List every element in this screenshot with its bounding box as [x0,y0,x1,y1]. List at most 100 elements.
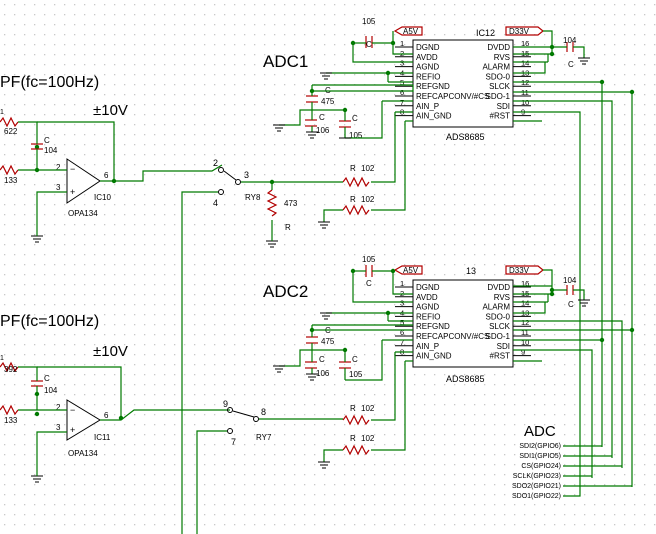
connector-signal: SDO1(GPIO22) [512,493,561,500]
connector-signal: SCLK(GPIO23) [513,473,561,480]
adc1-pin-name: AVDD [416,53,438,62]
adc1-pin-name: DVDD [487,43,510,52]
adc1-pin-name: SLCK [489,82,511,91]
adc2-pin-name: RVS [494,293,510,302]
adc1-d33v-label: D33V [509,27,530,36]
svg-text:105: 105 [362,17,376,26]
svg-text:2: 2 [56,163,61,172]
svg-text:105: 105 [349,131,363,140]
adc2-pin-num: 1 [400,279,404,288]
lpf2-block: PF(fc=100Hz) ±10V 1 392 133 C 104 − + 2 … [0,313,230,476]
svg-text:622: 622 [4,127,18,136]
svg-text:3: 3 [56,423,61,432]
adc2-pin-name: DGND [416,283,440,292]
lpf1-opamp[interactable] [66,158,101,204]
adc1-pin-num: 6 [400,88,404,97]
svg-text:9: 9 [223,399,228,409]
adc2-pin-num: 16 [521,279,529,288]
svg-text:C: C [319,355,325,364]
svg-text:8: 8 [261,407,266,417]
svg-text:2: 2 [213,158,218,168]
lpf1-r-bot [0,164,19,176]
relay2: 9 8 7 RY7 [196,399,343,534]
svg-text:475: 475 [321,97,335,106]
adc2-pin-name: #RST [490,352,511,361]
lpf2-r-top [0,361,19,373]
adc2-pin-name: REFGND [416,322,450,331]
adc1-pin-num: 1 [400,39,404,48]
adc2-pin-name: AIN_P [416,342,439,351]
adc1-pin-name: REFCAPCONV/#CS [416,92,489,101]
svg-text:102: 102 [361,404,375,413]
svg-text:106: 106 [316,126,330,135]
svg-text:+: + [70,187,75,197]
svg-text:1: 1 [0,355,4,362]
lpf1-opamp-part: OPA134 [68,209,98,218]
adc1-a5v-flag: A5V [393,26,423,36]
adc2-resistor-bot: R 102 [342,434,375,456]
lpf1-r-top [0,116,19,128]
svg-text:+: + [70,425,75,435]
adc1-resistor-top: R 102 [342,164,375,188]
svg-text:R: R [350,164,356,173]
adc2-a5v-label: A5V [403,266,419,275]
adc1-pin-name: SDO-1 [486,92,511,101]
adc2-pin-num: 14 [521,299,529,308]
connector-title: ADC [524,423,556,440]
svg-text:2: 2 [56,403,61,412]
relay2-ref: RY7 [256,433,272,442]
lpf2-title: PF(fc=100Hz) [0,313,99,330]
adc2-pin-num: 3 [400,299,404,308]
svg-text:105: 105 [362,255,376,264]
adc1-pin-name: #RST [490,112,511,121]
adc1-pin-num: 12 [521,78,529,87]
svg-text:105: 105 [349,370,363,379]
ground-symbols [31,57,590,483]
adc2-pin-name: AVDD [416,293,438,302]
adc2-pin-num: 10 [521,338,529,347]
svg-text:R: R [350,195,356,204]
adc1-pin-name: AIN_GND [416,112,452,121]
svg-text:7: 7 [231,437,236,447]
lpf2-opamp[interactable] [66,399,101,441]
adc1-pin-num: 7 [400,98,404,107]
adc1-pin-num: 15 [521,49,529,58]
junction-dots [34,40,635,421]
svg-text:392: 392 [4,365,18,374]
adc2-part-label: ADS8685 [446,374,485,384]
svg-text:106: 106 [316,369,330,378]
connector-signal: SDI1(GPIO5) [519,453,561,460]
adc2-a5v-flag: A5V [393,265,423,275]
adc1-pin-name: SDI [497,102,510,111]
connector-signal: SDO2(GPIO21) [512,483,561,490]
adc2-pin-name: DVDD [487,283,510,292]
adc2-ic-body[interactable] [412,279,514,368]
adc1-pin-num: 14 [521,59,529,68]
adc1-a5v-label: A5V [403,27,419,36]
adc1-pin-name: REFGND [416,82,450,91]
svg-text:6: 6 [104,171,109,180]
lpf2-r-bot [0,404,19,416]
adc1-title: ADC1 [263,52,308,71]
adc2-cap-106: 106 C [305,355,330,378]
adc1-pin-name: AGND [416,63,439,72]
svg-text:102: 102 [361,195,375,204]
adc2-right-pins: 16DVDD15RVS14ALARM13SDO-012SLCK11SDO-110… [482,279,531,361]
svg-text:R: R [350,404,356,413]
lpf2-supply: ±10V [93,343,128,360]
adc2-pin-name: SLCK [489,322,511,331]
adc2-pin-num: 7 [400,338,404,347]
relay1-ref: RY8 [245,193,261,202]
adc1-pin-name: SDO-0 [486,72,511,81]
adc1-cap-top: 105 C [362,17,376,49]
adc2-refdes: 13 [466,266,476,276]
adc1-pin-name: REFIO [416,72,440,81]
svg-text:133: 133 [4,176,18,185]
adc1-ic-body[interactable] [412,39,514,128]
svg-text:C: C [366,279,372,288]
relay1: 2 3 4 RY8 473 R [181,158,343,534]
adc1-pin-num: 3 [400,59,404,68]
connector-signal: CS(GPIO24) [521,463,561,470]
